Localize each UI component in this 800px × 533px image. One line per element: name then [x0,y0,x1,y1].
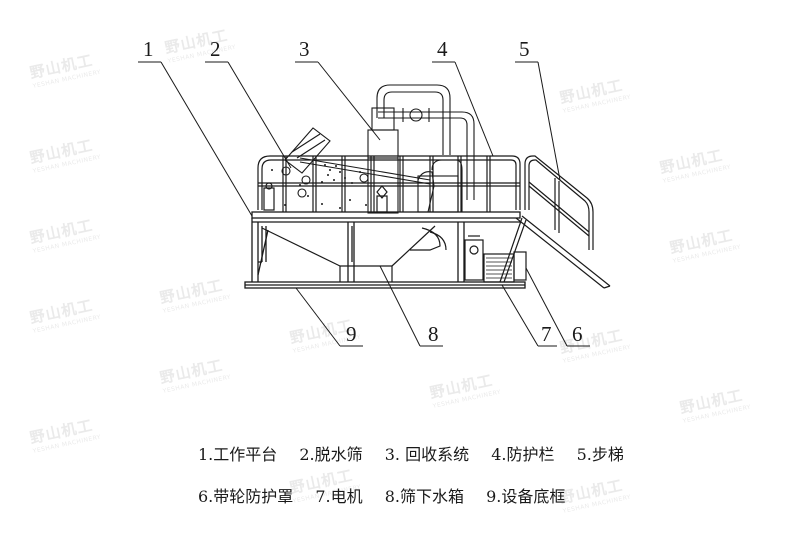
stairs [515,155,611,289]
callout-7: 7 [541,322,552,346]
legend-item-recovery-system: 3. 回收系统 [384,445,470,464]
legend-row-1: 1.工作平台 2.脱水筛 3. 回收系统 4.防护栏 5.步梯 [198,441,641,465]
dewatering-screen [271,127,435,213]
callout-9: 9 [346,322,357,346]
legend-item-belt-guard: 6.带轮防护罩 [198,487,294,506]
legend-item-dewatering-screen: 2.脱水筛 [299,445,363,464]
underflow-tank [261,225,447,282]
base-frame [244,218,526,289]
legend-item-stairs: 5.步梯 [576,445,624,464]
guardrail [257,155,521,213]
callout-2: 2 [210,37,221,61]
legend-item-underflow-tank: 8.筛下水箱 [384,487,465,506]
legend-item-guardrail: 4.防护栏 [491,445,555,464]
leader-lines [138,61,590,347]
recovery-system [367,84,475,214]
legend-row-2: 6.带轮防护罩 7.电机 8.筛下水箱 9.设备底框 [198,483,582,507]
legend-item-base-frame: 9.设备底框 [486,487,566,506]
callout-5: 5 [519,37,530,61]
platform [251,211,521,223]
callout-3: 3 [299,37,310,61]
callout-6: 6 [572,322,583,346]
callout-1: 1 [143,37,154,61]
callout-8: 8 [428,322,439,346]
callout-4: 4 [437,37,448,61]
legend-item-motor: 7.电机 [315,487,363,506]
motor-and-belt-guard [464,217,527,283]
legend-item-work-platform: 1.工作平台 [198,445,278,464]
